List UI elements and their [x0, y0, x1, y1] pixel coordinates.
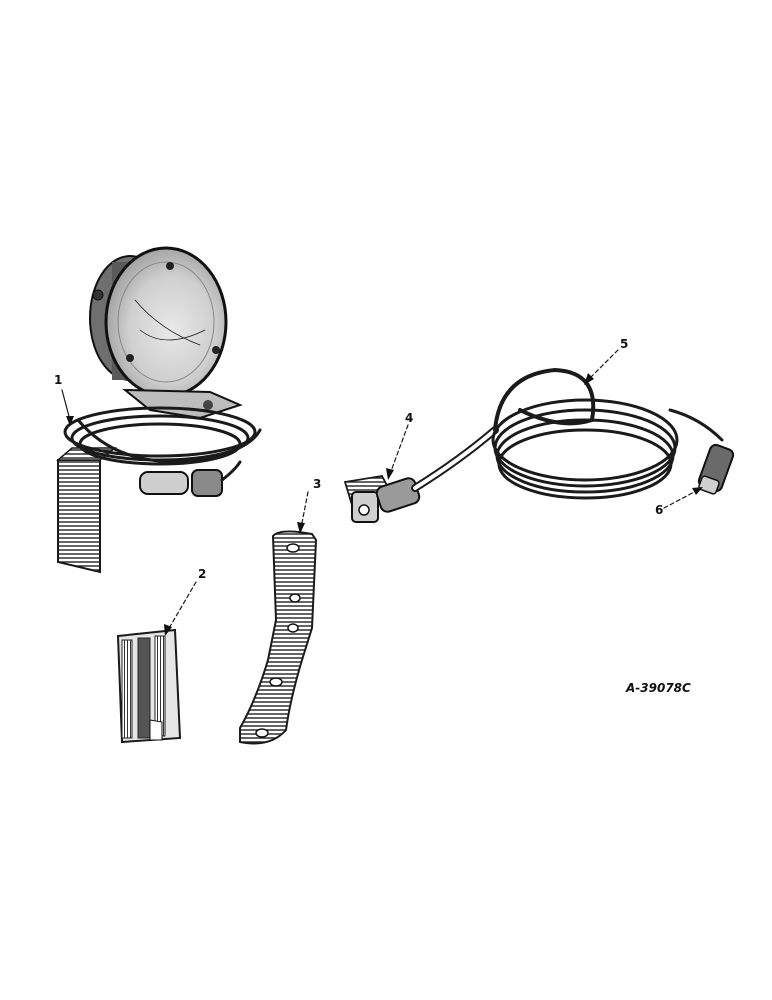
- callout-3: 3: [313, 477, 321, 491]
- callout-2: 2: [198, 567, 206, 581]
- clip: [116, 628, 182, 744]
- callout-5: 5: [620, 337, 628, 351]
- bracket: [239, 530, 318, 745]
- plug: [697, 443, 735, 495]
- cable-coil: [411, 368, 724, 500]
- socket: [343, 475, 421, 523]
- leader-lines: [61, 349, 703, 636]
- callout-4: 4: [405, 411, 413, 425]
- callout-6: 6: [655, 503, 663, 517]
- drawing-number: A-39078C: [625, 681, 691, 695]
- callout-1: 1: [54, 373, 62, 387]
- lamp-assembly: [55, 246, 262, 574]
